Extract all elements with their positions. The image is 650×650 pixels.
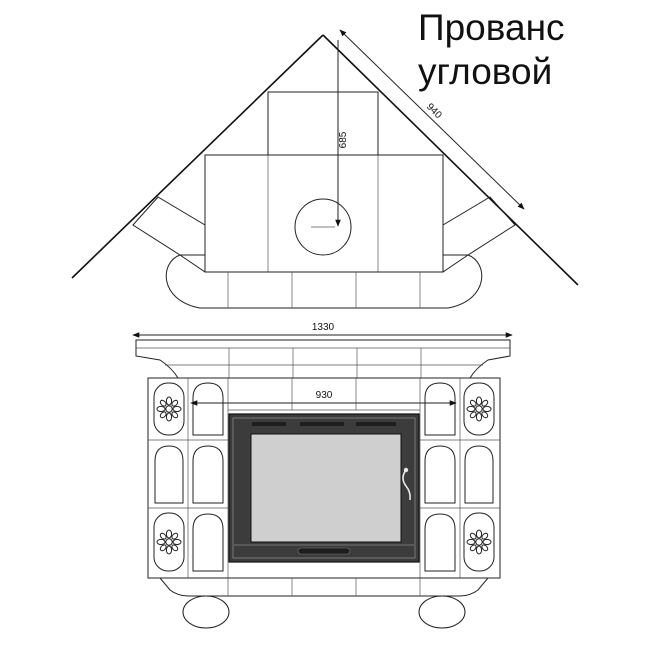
flower-rosette-icon [156,396,182,422]
tile-arch-left-3b [192,513,224,572]
side-dimension-line [339,29,525,210]
right-tiles [420,378,500,578]
door-handle-icon [402,469,411,501]
tile-arch-right-2b [464,445,494,504]
mantel-top [135,339,511,379]
plan-top-block [267,91,379,156]
plan-left-wing [132,196,206,256]
foot-left [182,595,230,629]
tile-arch-left-2b [192,445,224,504]
tile-ornament-right-1 [463,382,495,436]
flower-rosette-icon [156,529,182,555]
tile-ornament-left-3 [153,512,185,572]
plan-right-wing [442,196,516,256]
base-plinth [158,577,490,597]
ash-drawer-handle [297,547,351,555]
foot-right [418,595,466,629]
plan-view: 685 940 [71,29,579,309]
width-dimension-label: 1330 [312,322,335,333]
tile-arch-left-1a [192,382,224,436]
firebox-width-dimension-label: 930 [316,390,333,401]
tile-ornament-right-3 [463,512,495,572]
firebox-insert [228,413,420,563]
tile-ornament-left-1 [153,382,185,436]
flower-rosette-icon [466,396,492,422]
door-handle-knob [403,467,409,473]
plan-main-block [204,154,444,273]
depth-dimension-label: 685 [338,131,349,148]
tile-arch-right-3a [424,513,456,572]
chimney-circle [294,198,352,256]
right-wall-line [322,34,579,286]
tile-arch-right-2a [424,445,456,504]
left-wall-line [71,34,324,279]
tile-arch-right-1a [424,382,456,436]
plan-front-plinth [165,254,483,309]
flower-rosette-icon [466,529,492,555]
front-elevation: 1330 [132,322,513,629]
side-dimension-label: 940 [424,101,444,121]
left-tiles [148,378,228,578]
firebox-glass [250,433,402,543]
tile-arch-left-2a [154,445,184,504]
